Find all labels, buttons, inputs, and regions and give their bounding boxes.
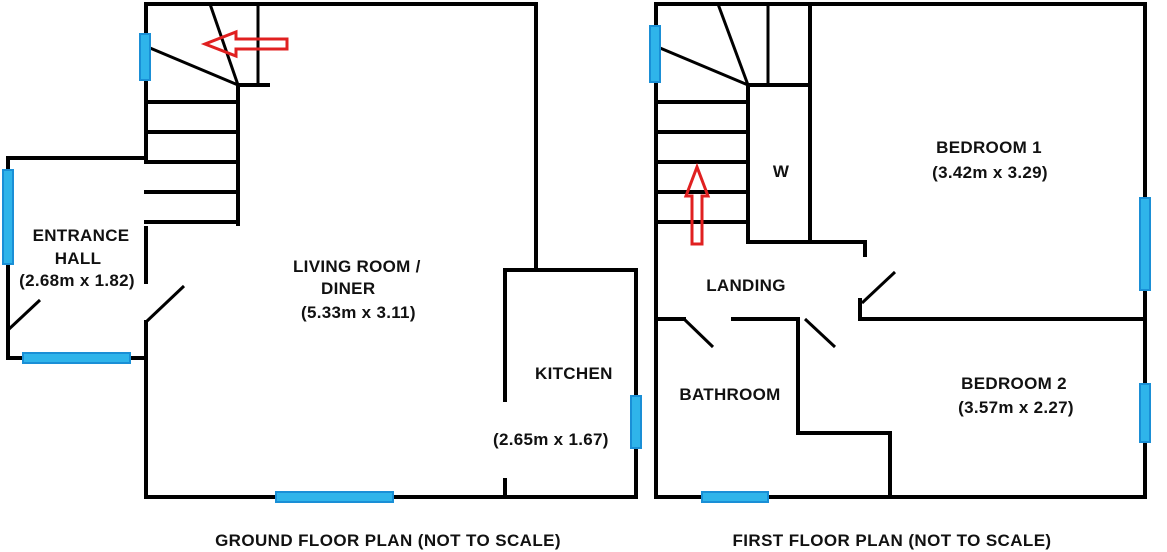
window-bedroom2 [1139, 383, 1151, 443]
window-bedroom1 [1139, 197, 1151, 291]
bedroom2-name: BEDROOM 2 [961, 374, 1067, 393]
bathroom-door-swing [682, 317, 715, 349]
window-living-bottom [275, 491, 394, 503]
wardrobe-walls [746, 2, 867, 257]
entrance-hall-size: (2.68m x 1.82) [19, 271, 135, 290]
wardrobe-label: W [773, 162, 790, 181]
entrance-hall-name-line1: ENTRANCE [33, 226, 130, 245]
ground-floor-caption: GROUND FLOOR PLAN (NOT TO SCALE) [215, 531, 561, 550]
entrance-door-swing [144, 284, 186, 324]
bathroom-label: BATHROOM [679, 385, 780, 404]
first-floor-outer-walls [654, 2, 1147, 499]
window-entrance-side [2, 169, 14, 265]
first-floor-caption: FIRST FLOOR PLAN (NOT TO SCALE) [732, 531, 1051, 550]
bedroom1-size: (3.42m x 3.29) [932, 163, 1048, 182]
bathroom-walls [654, 317, 892, 499]
ground-floor-plan: ENTRANCE HALL (2.68m x 1.82) LIVING ROOM… [2, 2, 642, 550]
ground-staircase [144, 3, 270, 226]
kitchen-name: KITCHEN [535, 364, 613, 383]
bedroom2-walls [858, 298, 1147, 321]
window-stair-ground [139, 33, 151, 81]
landing-label: LANDING [706, 276, 786, 295]
bedroom1-name: BEDROOM 1 [936, 138, 1042, 157]
kitchen-size: (2.65m x 1.67) [493, 430, 609, 449]
living-room-size: (5.33m x 3.11) [301, 303, 416, 322]
first-staircase [654, 3, 770, 237]
bedroom1-door-swing [860, 270, 897, 305]
living-room-name-line2: DINER [321, 279, 375, 298]
window-bathroom [701, 491, 769, 503]
living-room-name-line1: LIVING ROOM / [293, 257, 421, 276]
window-entrance-front [22, 352, 131, 364]
first-floor-plan: W BEDROOM 1 (3.42m x 3.29) LANDING BATHR… [649, 2, 1151, 550]
window-stair-first [649, 25, 661, 83]
bedroom2-door-swing [803, 317, 837, 349]
window-kitchen [630, 395, 642, 449]
stair-direction-arrow [200, 29, 289, 59]
first-stair-direction-arrow [683, 162, 711, 246]
entrance-hall-angled-wall [6, 298, 42, 332]
bedroom2-size: (3.57m x 2.27) [958, 398, 1074, 417]
entrance-hall-name-line2: HALL [55, 249, 102, 268]
